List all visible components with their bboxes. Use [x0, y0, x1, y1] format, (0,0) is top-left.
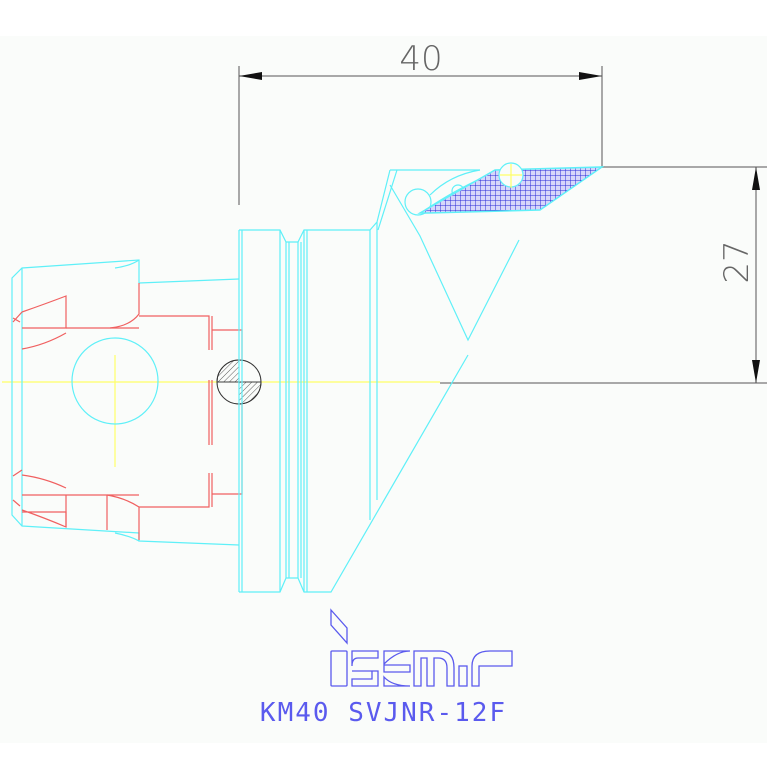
drawing-sheet [0, 36, 767, 743]
dimension-40-label: 40 [399, 39, 442, 79]
dimension-27 [440, 166, 767, 384]
dimension-40 [238, 66, 603, 205]
tool-designation: KM40 SVJNR-12F [259, 698, 508, 728]
iscar-logo [330, 608, 513, 687]
km-coupling-red [12, 283, 243, 540]
cutting-insert [417, 162, 605, 214]
tool-body [238, 169, 520, 593]
km-coupling [11, 259, 240, 546]
dimension-27-label: 27 [717, 240, 757, 283]
